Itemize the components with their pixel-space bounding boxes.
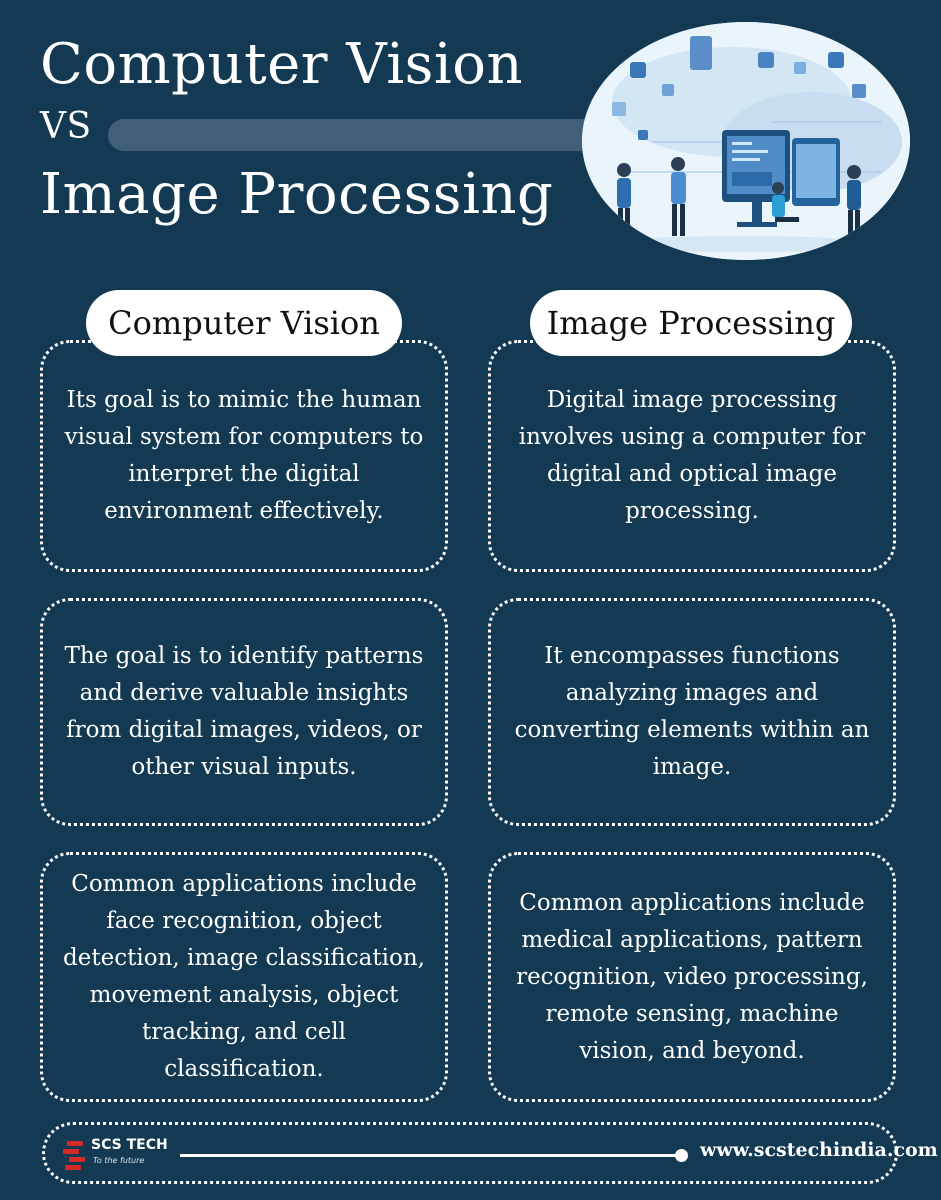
scs-tech-logo-icon bbox=[63, 1141, 85, 1170]
title-vs-label: VS bbox=[40, 106, 92, 147]
title-divider-bar bbox=[108, 119, 598, 151]
column-title-computer-vision: Computer Vision bbox=[86, 290, 402, 356]
column-title-image-processing: Image Processing bbox=[530, 290, 852, 356]
page-title-line1: Computer Vision bbox=[40, 32, 524, 97]
cv-card-patterns: The goal is to identify patterns and der… bbox=[40, 598, 448, 826]
page-title-line2: Image Processing bbox=[40, 162, 554, 227]
hero-illustration bbox=[582, 22, 910, 260]
cv-card-goal-text: Its goal is to mimic the human visual sy… bbox=[64, 387, 424, 524]
cv-card-applications: Common applications include face recogni… bbox=[40, 852, 448, 1102]
cv-card-applications-text: Common applications include face recogni… bbox=[63, 871, 425, 1082]
scs-tech-logo: SCS TECH To the future bbox=[63, 1135, 173, 1175]
website-link[interactable]: www.scstechindia.com bbox=[700, 1139, 938, 1161]
ip-card-goal: Digital image processing involves using … bbox=[488, 340, 896, 572]
footer-divider-dot bbox=[675, 1149, 688, 1162]
footer-divider-line bbox=[180, 1154, 680, 1157]
footer: SCS TECH To the future www.scstechindia.… bbox=[42, 1122, 938, 1184]
ip-card-applications-text: Common applications include medical appl… bbox=[516, 889, 868, 1064]
logo-name: SCS TECH bbox=[91, 1137, 168, 1153]
ip-card-applications: Common applications include medical appl… bbox=[488, 852, 896, 1102]
cv-card-goal: Its goal is to mimic the human visual sy… bbox=[40, 340, 448, 572]
ip-card-functions-text: It encompasses functions analyzing image… bbox=[514, 643, 870, 780]
ip-card-goal-text: Digital image processing involves using … bbox=[518, 387, 866, 524]
logo-tagline: To the future bbox=[93, 1156, 145, 1165]
cv-card-patterns-text: The goal is to identify patterns and der… bbox=[64, 643, 424, 780]
hero-illustration-graphic bbox=[582, 22, 910, 260]
ip-card-functions: It encompasses functions analyzing image… bbox=[488, 598, 896, 826]
